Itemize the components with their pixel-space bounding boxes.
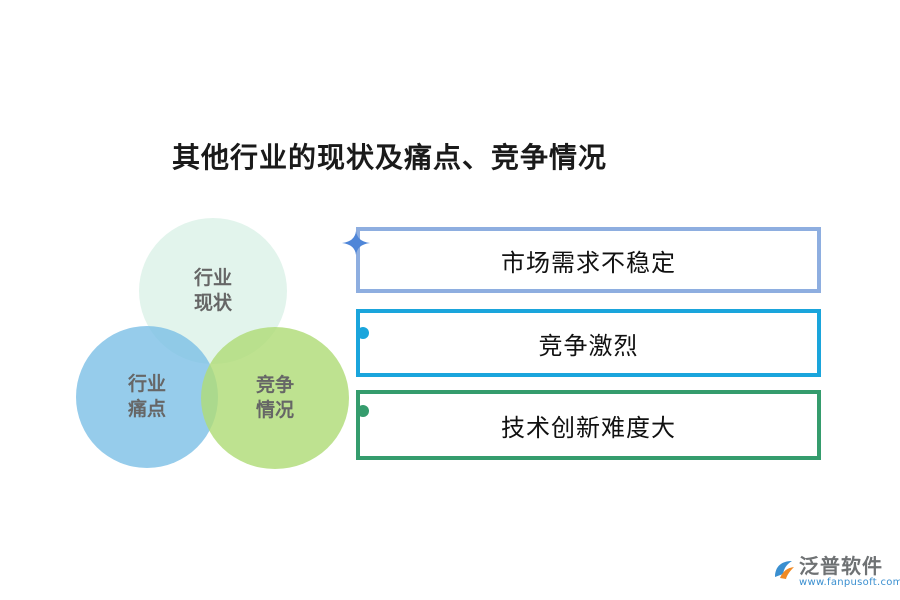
circle-label-line2: 现状: [193, 292, 232, 314]
item-label: 市场需求不稳定: [501, 248, 676, 277]
brand-logo-icon: [775, 561, 794, 579]
circle-label-line1: 行业: [127, 373, 166, 395]
circle-label-line1: 竞争: [255, 374, 294, 396]
sparkle-icon: [342, 231, 370, 255]
circle-label-line2: 情况: [255, 399, 294, 421]
dot-icon: [357, 327, 369, 339]
item-label: 竞争激烈: [538, 331, 639, 360]
circle-label-line1: 行业: [193, 267, 232, 289]
circle-label-line2: 痛点: [127, 398, 166, 420]
page-title: 其他行业的现状及痛点、竞争情况: [172, 141, 608, 174]
item-box-competition: 竞争激烈: [356, 309, 821, 377]
brand-url: www.fanpusoft.com: [799, 577, 900, 588]
dot-icon: [357, 405, 369, 417]
circle-industry-pain-points: 行业 痛点: [76, 326, 218, 468]
brand-name: 泛普软件: [799, 554, 883, 578]
brand-logo: 泛普软件 www.fanpusoft.com: [772, 555, 900, 589]
item-label: 技术创新难度大: [501, 413, 676, 442]
item-box-market-demand: 市场需求不稳定: [356, 227, 821, 293]
circle-competition: 竞争 情况: [201, 327, 349, 469]
item-box-tech-innovation: 技术创新难度大: [356, 390, 821, 460]
